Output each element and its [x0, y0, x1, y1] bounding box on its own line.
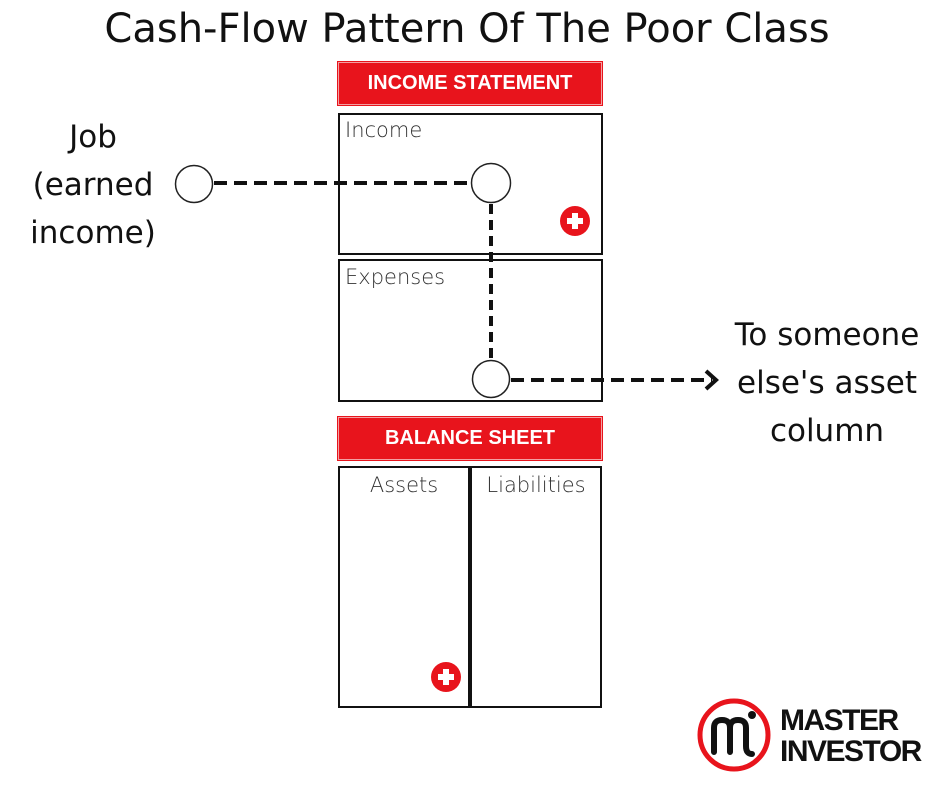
arrow-head-icon [704, 369, 719, 391]
logo-line-1: MASTER [780, 704, 899, 737]
destination-line: column [769, 413, 885, 449]
assets-box: Assets [338, 466, 470, 708]
destination-label: To someone else's asset column [716, 311, 938, 455]
expenses-node [471, 359, 511, 399]
destination-line: To someone [734, 317, 920, 353]
job-node [174, 164, 214, 204]
source-line: Job [69, 119, 117, 155]
liabilities-box: Liabilities [470, 466, 602, 708]
expenses-label: Expenses [345, 265, 446, 289]
source-line: (earned [32, 167, 154, 203]
assets-label: Assets [369, 473, 439, 497]
logo-wordmark: MASTER INVESTOR [780, 704, 922, 768]
liabilities-label: Liabilities [486, 473, 586, 497]
logo-line-2: INVESTOR [780, 735, 922, 768]
balance-sheet-header: BALANCE SHEET [338, 417, 602, 460]
source-line: income) [30, 215, 156, 251]
source-label: Job (earned income) [0, 113, 186, 257]
plus-icon [560, 206, 590, 236]
expenses-box: Expenses [338, 259, 603, 402]
master-investor-logo-icon [697, 698, 771, 772]
plus-icon [431, 662, 461, 692]
diagram-title: Cash-Flow Pattern Of The Poor Class [104, 6, 830, 52]
income-statement-header: INCOME STATEMENT [338, 62, 602, 105]
income-label: Income [345, 118, 423, 142]
income-node [470, 162, 512, 204]
destination-line: else's asset [737, 365, 917, 401]
